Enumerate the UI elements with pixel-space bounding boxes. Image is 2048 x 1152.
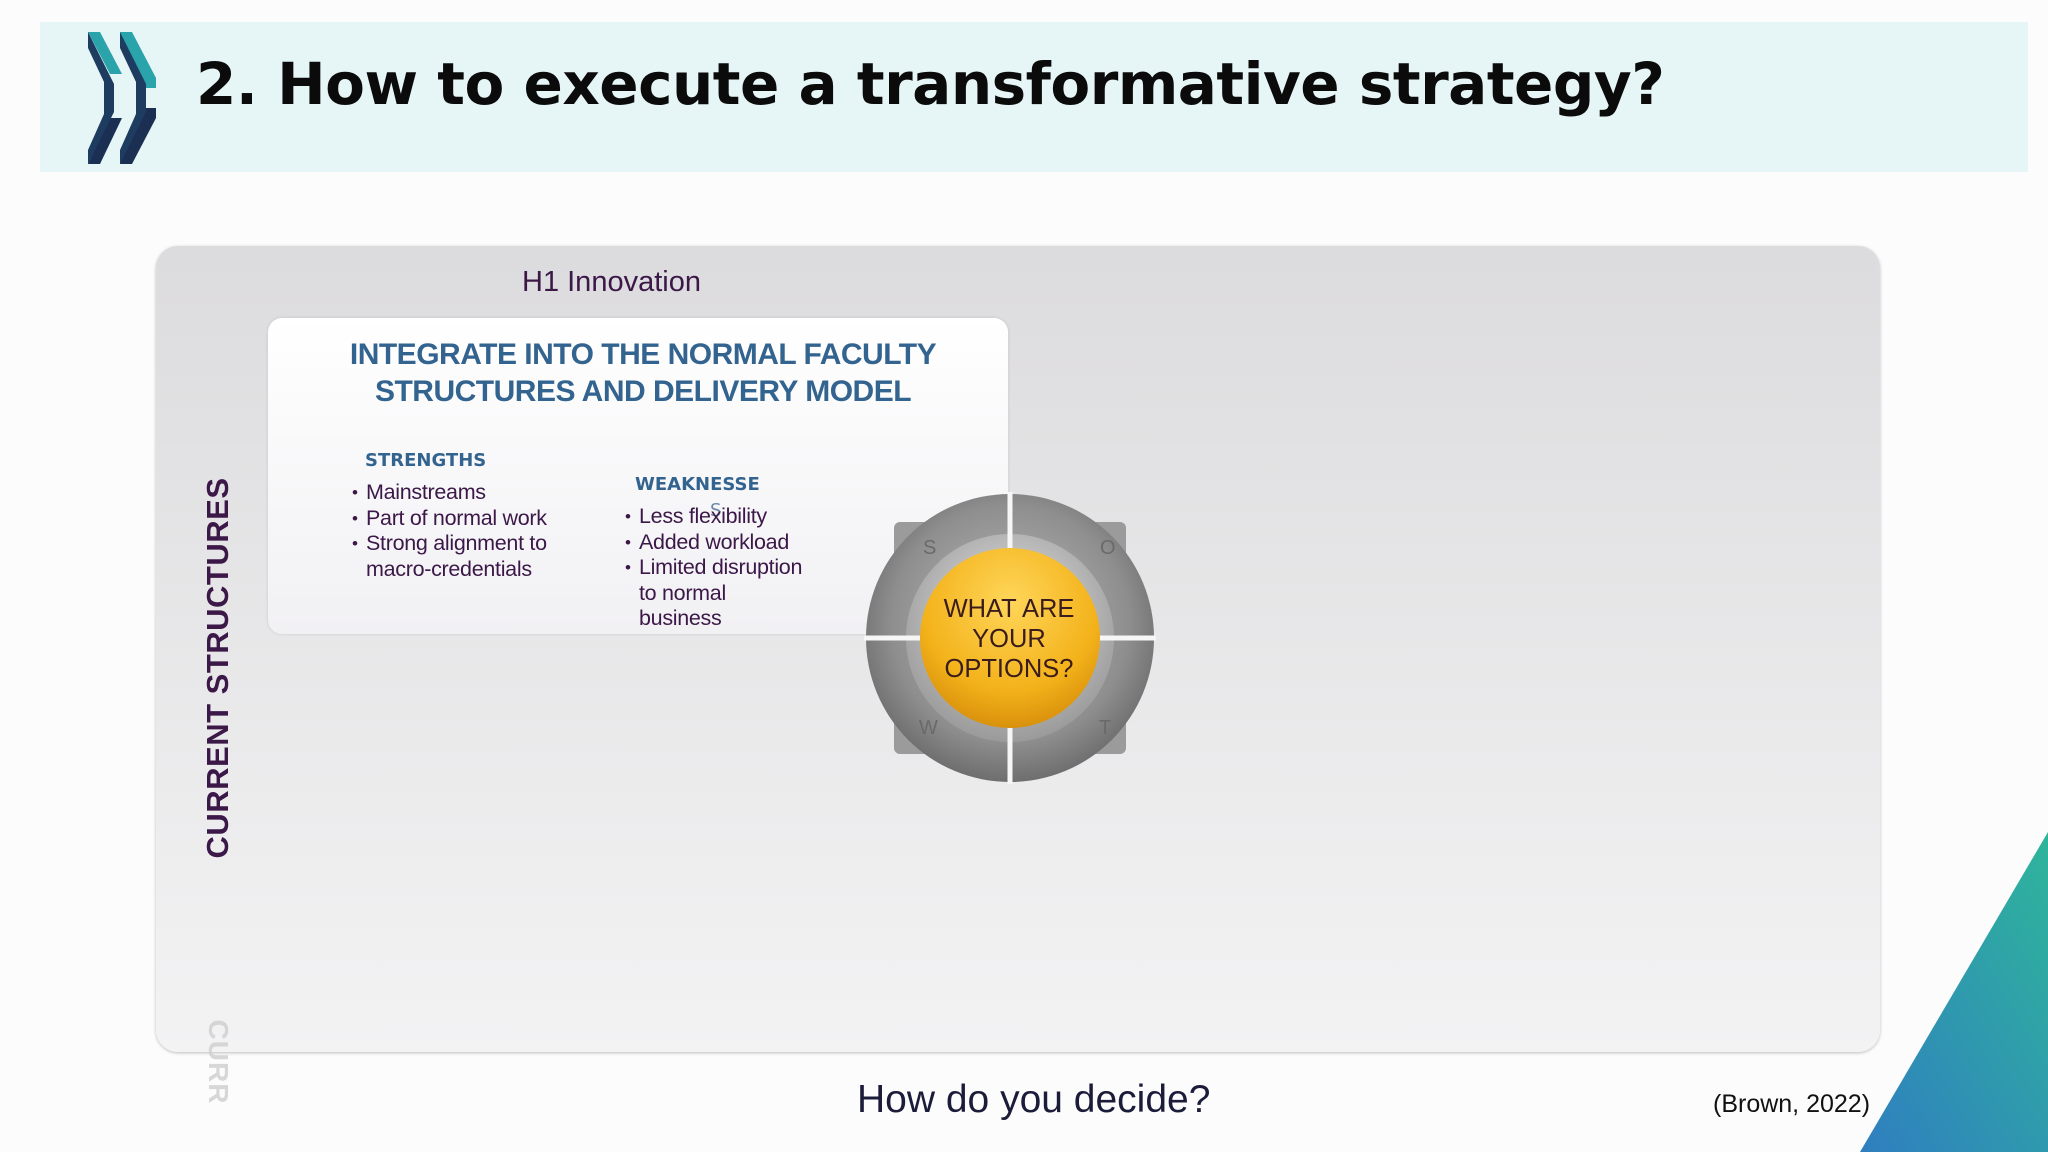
option-card-title-line2: STRUCTURES AND DELIVERY MODEL bbox=[374, 375, 912, 408]
swot-s-label: S bbox=[923, 537, 936, 559]
swot-center-text: WHAT ARE YOUR OPTIONS? bbox=[920, 594, 1098, 684]
swot-center-line3: OPTIONS? bbox=[944, 655, 1074, 683]
vertical-axis-label-reflection: CURR bbox=[203, 1019, 234, 1105]
list-item: Mainstreams bbox=[352, 480, 547, 506]
swot-w-label: W bbox=[919, 717, 938, 739]
list-item: Part of normal work bbox=[352, 506, 547, 532]
strengths-list: Mainstreams Part of normal work Strong a… bbox=[352, 480, 547, 582]
weaknesses-list: Less flexibility Added workload Limited … bbox=[625, 504, 802, 632]
option-card-title-line1: INTEGRATE INTO THE NORMAL FACULTY bbox=[349, 338, 937, 371]
slide-title: 2. How to execute a transformative strat… bbox=[196, 50, 1665, 118]
list-item: Less flexibility bbox=[625, 504, 802, 530]
oecd-chevron-logo-icon bbox=[88, 32, 156, 164]
corner-triangle-decoration bbox=[1860, 832, 2048, 1152]
swot-o-label: O bbox=[1100, 537, 1116, 559]
list-item: Added workload bbox=[625, 530, 802, 556]
title-bar bbox=[40, 22, 2028, 172]
footer-question: How do you decide? bbox=[857, 1078, 1211, 1121]
strengths-heading: STRENGTHS bbox=[365, 450, 487, 471]
weaknesses-heading: WEAKNESSE bbox=[635, 474, 760, 495]
citation: (Brown, 2022) bbox=[1713, 1090, 1871, 1118]
swot-wheel-icon: S O W T bbox=[864, 492, 1156, 784]
swot-t-label: T bbox=[1099, 717, 1111, 739]
vertical-axis-label: CURRENT STRUCTURES bbox=[200, 477, 235, 859]
swot-center-line1: WHAT ARE bbox=[943, 595, 1075, 623]
option-card-title: INTEGRATE INTO THE NORMAL FACULTY STRUCT… bbox=[268, 336, 1018, 410]
horizon-label: H1 Innovation bbox=[522, 266, 701, 298]
swot-center-line2: YOUR bbox=[972, 625, 1046, 653]
